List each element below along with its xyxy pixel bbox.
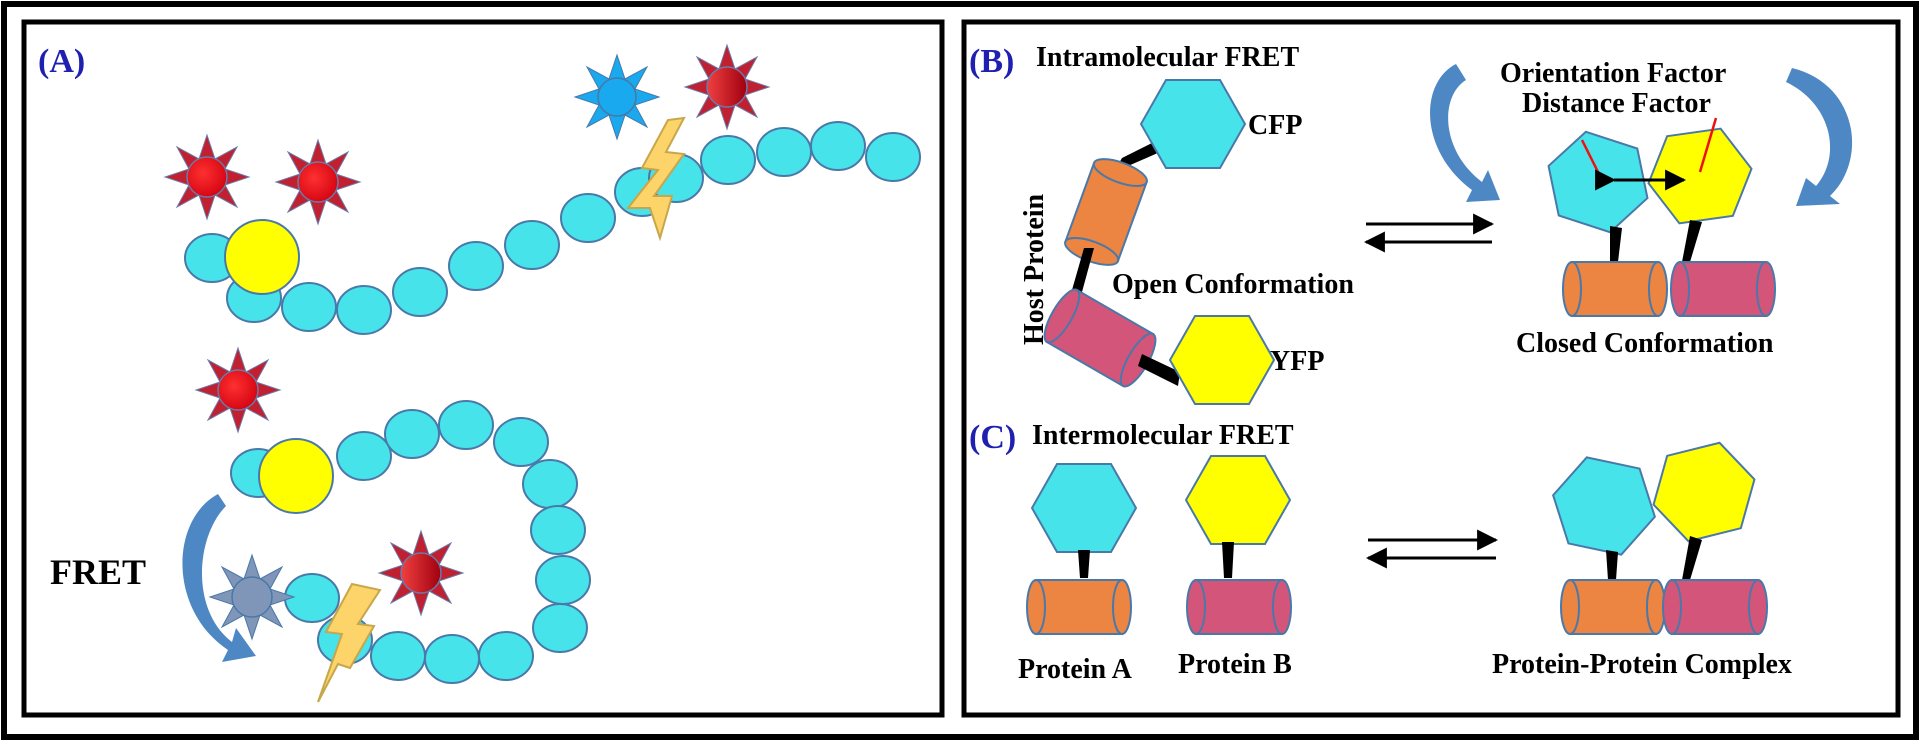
lightning-bolt-upper — [625, 116, 686, 242]
yfp-hexagon-complex — [1641, 435, 1767, 549]
protein-b-label: Protein B — [1178, 649, 1292, 680]
cfp-hexagon-closed — [1533, 123, 1663, 241]
linker — [1682, 220, 1702, 262]
upper-peptide-chain — [184, 121, 921, 335]
red-star-icon — [195, 347, 281, 433]
orange-cylinder-closed — [1562, 261, 1668, 317]
red-star-icon — [164, 134, 250, 220]
intermolecular-title: Intermolecular FRET — [1032, 420, 1294, 451]
open-conformation-label: Open Conformation — [1112, 269, 1354, 300]
blue-star-icon — [574, 54, 660, 140]
distance-pointer — [1698, 117, 1718, 173]
panel-a-label: (A) — [38, 43, 85, 80]
linker — [1138, 354, 1180, 386]
panel-bc-frame — [961, 19, 1901, 718]
cfp-label: CFP — [1248, 110, 1302, 141]
closed-conformation-label: Closed Conformation — [1516, 328, 1774, 359]
orange-cylinder-complex — [1560, 579, 1666, 635]
linker — [1606, 550, 1618, 580]
linker — [1222, 542, 1234, 578]
fret-label: FRET — [50, 552, 146, 592]
orientation-factor-label: Orientation Factor — [1500, 58, 1726, 89]
cfp-hexagon — [1140, 79, 1246, 169]
red-star-icon — [275, 139, 361, 225]
linker — [1682, 536, 1702, 580]
yellow-residue-lower — [258, 438, 334, 514]
panel-c-label: (C) — [969, 419, 1016, 456]
yfp-hexagon — [1169, 315, 1275, 405]
distance-factor-label: Distance Factor — [1522, 88, 1711, 119]
pink-cylinder — [1043, 288, 1157, 388]
yellow-residue-upper — [224, 219, 300, 295]
pink-cylinder-protein-b — [1186, 579, 1292, 635]
orientation-pointer — [1580, 139, 1600, 173]
yfp-hexagon-protein-b — [1185, 455, 1291, 545]
panel-b-label: (B) — [969, 43, 1014, 80]
yfp-label: YFP — [1270, 346, 1324, 377]
lightning-bolt-lower — [317, 582, 382, 703]
host-protein-label: Host Protein — [1019, 193, 1050, 345]
panel-a-frame — [21, 19, 945, 718]
yfp-hexagon-closed — [1641, 124, 1759, 228]
gray-star-icon — [209, 554, 295, 640]
orange-cylinder — [1064, 158, 1148, 266]
orange-cylinder-protein-a — [1026, 579, 1132, 635]
pink-cylinder-complex — [1662, 579, 1768, 635]
pink-cylinder-closed — [1670, 261, 1776, 317]
linker — [1610, 226, 1622, 262]
dark-red-star-icon — [684, 44, 770, 130]
complex-label: Protein-Protein Complex — [1492, 649, 1792, 680]
linker — [1078, 550, 1090, 578]
cfp-hexagon-protein-a — [1031, 463, 1137, 553]
right-curved-arrow — [1786, 68, 1853, 206]
cfp-hexagon-complex — [1542, 451, 1666, 561]
fret-curved-arrow — [182, 494, 256, 662]
linker — [1072, 248, 1094, 292]
intramolecular-title: Intramolecular FRET — [1036, 42, 1299, 73]
left-curved-arrow — [1430, 64, 1500, 202]
dark-red-star-icon — [378, 530, 464, 616]
protein-a-label: Protein A — [1018, 654, 1133, 685]
